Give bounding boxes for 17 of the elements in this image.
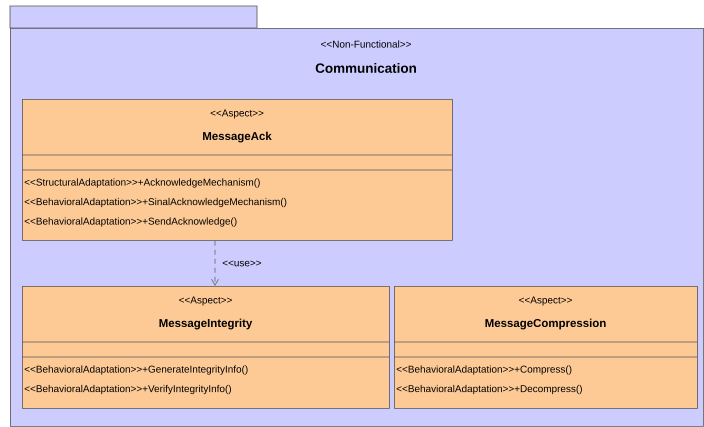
operation-text: <<BehavioralAdaptation>>+Decompress() <box>396 384 582 394</box>
class-box <box>22 99 453 241</box>
class-box <box>22 286 390 409</box>
class-name: MessageIntegrity <box>159 318 252 330</box>
operation-text: <<BehavioralAdaptation>>+SinalAcknowledgeMechanism() <box>24 198 286 208</box>
operation-text: <<StructuralAdaptation>>+AcknowledgeMechanism() <box>24 178 260 188</box>
stereotype-label: <<Aspect>> <box>519 296 572 306</box>
class-box <box>394 286 698 409</box>
stereotype-label: <<Aspect>> <box>210 110 264 118</box>
class-name: MessageCompression <box>485 318 606 330</box>
operation-text: <<BehavioralAdaptation>>+Compress() <box>396 365 572 375</box>
operation-text: <<BehavioralAdaptation>>+GenerateIntegrityInfo() <box>24 365 248 375</box>
dependency-arrow <box>211 240 219 286</box>
operation-text: <<BehavioralAdaptation>>+SendAcknowledge() <box>24 217 237 227</box>
stereotype-label: <<Aspect>> <box>179 296 232 306</box>
class-name: MessageAck <box>203 132 272 142</box>
operation-text: <<BehavioralAdaptation>>+VerifyIntegrityInfo() <box>24 384 231 394</box>
